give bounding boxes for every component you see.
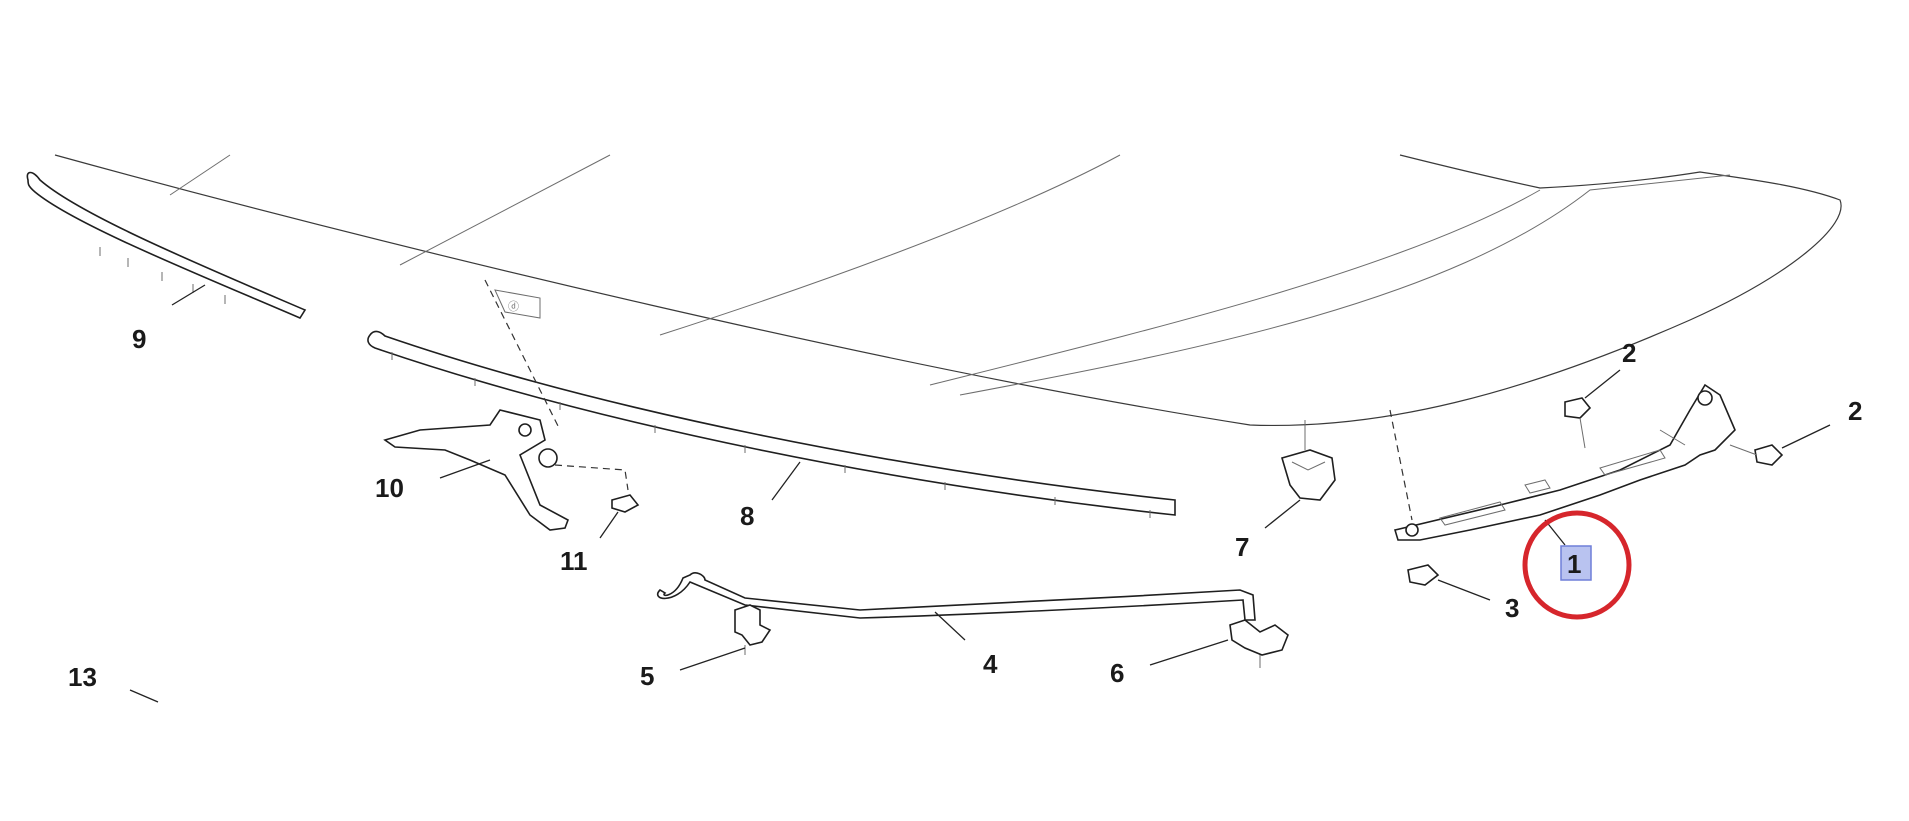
part-2-bolt-top — [1564, 369, 1621, 449]
part-2-bolt-right — [1729, 424, 1831, 466]
hood-panel: ⓓ — [54, 154, 1842, 427]
label-11: 11 — [560, 546, 588, 576]
label-3: 3 — [1505, 593, 1519, 623]
label-13: 13 — [68, 662, 97, 692]
label-2-top: 2 — [1622, 338, 1636, 368]
red-callout-circle — [1522, 510, 1632, 620]
highlighted-part-1-callout: 1 — [1522, 510, 1632, 620]
part-4-release-rod — [657, 572, 1256, 641]
part-3-nut — [1407, 564, 1491, 601]
label-1-highlight-box — [1560, 545, 1592, 581]
label-5: 5 — [640, 661, 654, 691]
label-7: 7 — [1235, 532, 1249, 562]
svg-text:ⓓ: ⓓ — [508, 300, 519, 313]
label-8: 8 — [740, 501, 754, 531]
part-5-clip — [679, 604, 772, 671]
part-7-bumper — [1264, 420, 1336, 529]
part-9-weatherstrip — [26, 171, 307, 320]
label-4: 4 — [983, 649, 998, 679]
label-6: 6 — [1110, 658, 1124, 688]
label-9: 9 — [132, 324, 146, 354]
part-11-nut — [599, 494, 640, 539]
label-2-right: 2 — [1848, 396, 1862, 426]
part-8-strip — [367, 330, 1176, 518]
part-6-clip — [1149, 619, 1289, 668]
part-1-hood-hinge — [1389, 383, 1736, 546]
part-10-latch-bracket — [383, 279, 629, 531]
part-13-leader — [129, 689, 159, 703]
label-10: 10 — [375, 473, 404, 503]
label-1: 1 — [1567, 549, 1581, 579]
